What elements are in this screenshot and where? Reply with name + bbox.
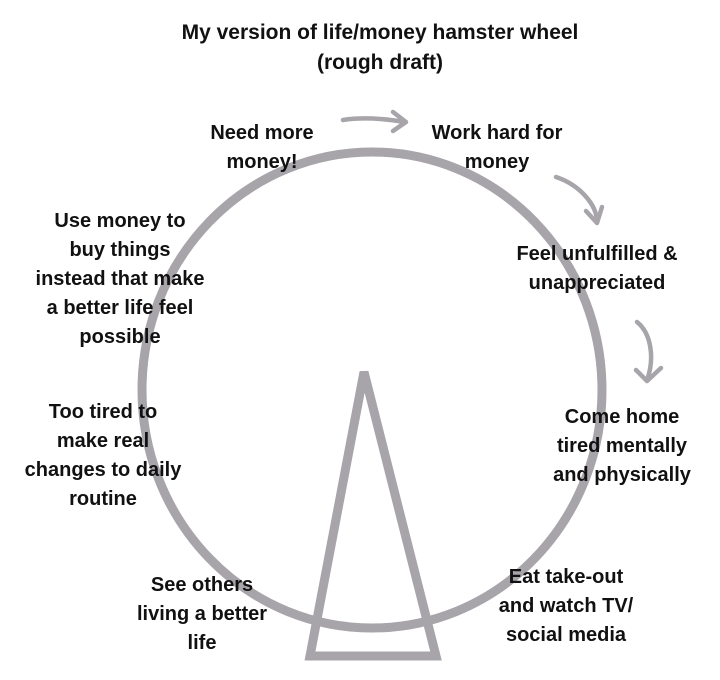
- step-come-home-tired: Come home tired mentally and physically: [553, 403, 691, 490]
- step-line: Too tired to: [48, 401, 158, 423]
- arrow-unfulfilled-to-home: [633, 319, 664, 384]
- step-line: buy things: [69, 239, 171, 261]
- wheel-stand: [304, 370, 442, 661]
- arrow-need-to-work: [340, 109, 409, 134]
- step-eat-takeout: Eat take-out and watch TV/ social media: [499, 563, 633, 650]
- wheel: [137, 147, 607, 661]
- step-line: tired mentally: [556, 435, 688, 457]
- step-line: Need more: [210, 122, 314, 144]
- step-line: possible: [79, 326, 161, 348]
- step-line: life: [187, 632, 217, 654]
- wheel-rim: [137, 147, 607, 633]
- step-line: instead that make: [35, 268, 205, 290]
- step-line: routine: [69, 488, 137, 510]
- step-need-more-money: Need more money!: [210, 119, 313, 177]
- step-line: Use money to: [54, 210, 186, 232]
- step-line: a better life feel: [46, 297, 194, 319]
- step-line: unappreciated: [528, 272, 666, 294]
- step-use-money: Use money to buy things instead that mak…: [36, 207, 205, 352]
- step-work-hard: Work hard for money: [432, 119, 563, 177]
- arrow-work-to-unfulfilled: [553, 174, 605, 226]
- step-too-tired: Too tired to make real changes to daily …: [25, 398, 182, 514]
- step-line: Work hard for: [431, 122, 563, 144]
- step-line: changes to daily: [24, 459, 182, 481]
- step-line: make real: [56, 430, 150, 452]
- step-line: money!: [226, 151, 298, 173]
- step-line: living a better: [136, 603, 268, 625]
- diagram-title: My version of life/money hamster wheel (…: [182, 18, 579, 78]
- cycle-arrows: [340, 109, 664, 384]
- step-line: social media: [505, 624, 627, 646]
- step-line: Come home: [564, 406, 680, 428]
- step-line: Feel unfulfilled &: [516, 243, 678, 265]
- step-line: and watch TV/: [498, 595, 634, 617]
- step-see-others: See others living a better life: [137, 571, 267, 658]
- step-line: Eat take-out: [508, 566, 624, 588]
- title-line: (rough draft): [317, 51, 443, 74]
- step-line: money: [464, 151, 530, 173]
- step-line: and physically: [553, 464, 691, 486]
- step-line: See others: [150, 574, 254, 596]
- title-line: My version of life/money hamster wheel: [181, 21, 579, 44]
- step-feel-unfulfilled: Feel unfulfilled & unappreciated: [516, 240, 677, 298]
